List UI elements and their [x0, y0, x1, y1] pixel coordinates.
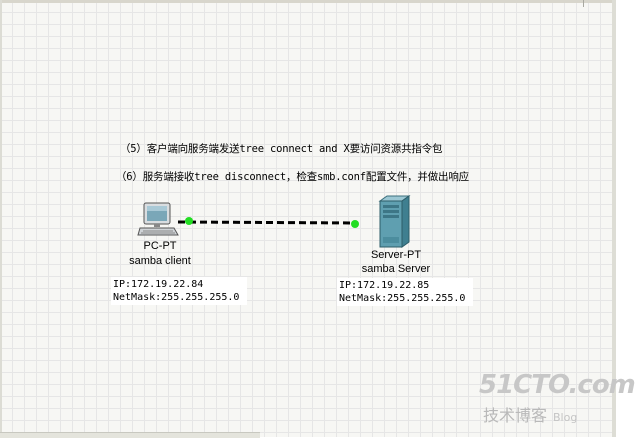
- pc-name-label[interactable]: samba client: [129, 255, 191, 267]
- server-link-status-dot: [351, 220, 359, 228]
- step5-note[interactable]: （5）客户端向服务端发送tree connect and X要访问资源共指令包: [120, 143, 443, 155]
- pc-ip-note[interactable]: IP:172.19.22.84 NetMask:255.255.255.0: [111, 277, 247, 305]
- workspace-bottom-scrollbar[interactable]: [0, 432, 260, 438]
- network-link-layer: [177, 217, 359, 228]
- pc-type-label[interactable]: PC-PT: [143, 240, 177, 252]
- server-netmask-line: NetMask:255.255.255.0: [339, 293, 466, 304]
- server-device[interactable]: [376, 195, 412, 249]
- pc-netmask-line: NetMask:255.255.255.0: [113, 292, 240, 303]
- workspace-top-tick: [583, 0, 584, 7]
- server-ip-line: IP:172.19.22.85: [339, 280, 430, 291]
- pc-link-status-dot: [185, 217, 193, 225]
- server-ip-note[interactable]: IP:172.19.22.85 NetMask:255.255.255.0: [337, 278, 473, 306]
- server-type-label[interactable]: Server-PT: [370, 249, 422, 261]
- watermark-subtitle: 技术博客: [483, 406, 548, 425]
- workspace-right-border: [612, 0, 616, 437]
- workspace-top-border: [0, 0, 616, 3]
- pc-device[interactable]: [137, 202, 182, 240]
- workspace-left-border: [0, 0, 2, 437]
- site-watermark: 51CTO.com 技术博客 Blog: [477, 370, 635, 426]
- watermark-blog: Blog: [553, 411, 578, 424]
- server-name-label[interactable]: samba Server: [361, 263, 431, 275]
- watermark-brand: 51CTO.com: [479, 370, 635, 400]
- ethernet-link[interactable]: [177, 220, 357, 225]
- pc-ip-line: IP:172.19.22.84: [113, 279, 204, 290]
- step6-note[interactable]: （6）服务端接收tree disconnect，检查smb.conf配置文件，并…: [116, 171, 469, 183]
- watermark-subtitle-row: 技术博客 Blog: [483, 402, 577, 426]
- pc-icon: [137, 202, 179, 236]
- server-icon: [378, 195, 411, 248]
